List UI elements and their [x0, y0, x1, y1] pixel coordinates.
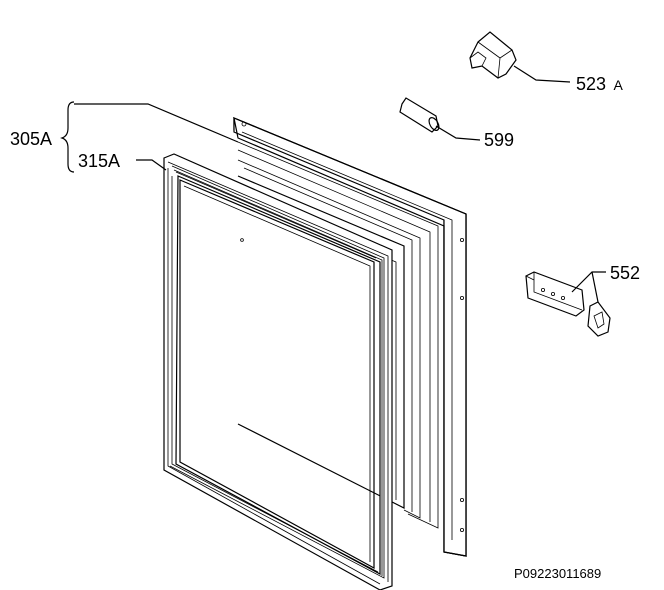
- pin-end: [428, 117, 440, 131]
- door-outer-face: [233, 117, 467, 557]
- leader-305A: [74, 103, 239, 143]
- hinge-part: [525, 271, 611, 337]
- gasket-profile-2: [169, 165, 385, 579]
- label-hinge-cover: 523 A: [576, 74, 624, 94]
- hinge-plate-edge: [525, 272, 583, 311]
- gasket-profile-1: [167, 161, 389, 582]
- pin-body: [399, 97, 439, 133]
- door-inset-line-1: [241, 131, 453, 540]
- door-inset-line-5: [243, 167, 413, 512]
- hinge-cover-body: [469, 31, 517, 79]
- hinge-cover-part: [469, 31, 517, 79]
- door-inset-line-4: [237, 159, 421, 519]
- hinge-screw-hole: [551, 291, 556, 296]
- gasket-inner-opening: [179, 179, 375, 570]
- door-screw-hole: [241, 121, 247, 127]
- leader-599: [435, 125, 481, 141]
- door-screw-hole: [459, 295, 464, 300]
- pin-part: [399, 97, 440, 133]
- label-hinge-cover-number: 523: [576, 74, 606, 94]
- hinge-bracket-slot: [593, 311, 605, 329]
- door-gasket: [163, 153, 393, 590]
- door-inset-line-3: [237, 149, 431, 522]
- gasket-profile-6: [167, 168, 381, 585]
- leader-lines: [60, 65, 606, 303]
- door-inner-panel: [237, 175, 405, 509]
- door-inset-line-2: [237, 141, 439, 529]
- label-pin: 599: [484, 130, 514, 150]
- hinge-cover-step: [469, 51, 487, 67]
- label-hinge: 552: [610, 263, 640, 283]
- gasket-profile-3: [173, 169, 383, 576]
- door-panel: [233, 117, 467, 557]
- hinge-cover-edge: [477, 41, 513, 79]
- door-screw-hole: [459, 497, 464, 502]
- door-front-face: [233, 117, 467, 557]
- leader-523A: [513, 65, 571, 83]
- door-screw-hole: [459, 528, 464, 533]
- assembly-brace: [60, 101, 75, 173]
- leader-552: [571, 271, 606, 303]
- gasket-profile-5: [171, 176, 379, 573]
- hinge-screw-hole: [541, 287, 546, 292]
- drawing-code: P09223011689: [514, 566, 601, 581]
- leader-315A: [136, 159, 167, 171]
- door-screw-hole: [240, 238, 244, 242]
- label-gasket: 315A: [78, 151, 120, 171]
- door-screw-hole: [459, 237, 464, 242]
- door-face-outline: [233, 117, 467, 557]
- hinge-screw-hole: [561, 295, 566, 300]
- hinge-bracket: [587, 301, 611, 337]
- gasket-frame: [163, 153, 393, 590]
- label-door-assembly: 305A: [10, 129, 52, 149]
- gasket-profile-4: [175, 171, 377, 259]
- gasket-inner-lip: [183, 185, 371, 562]
- label-hinge-cover-suffix: A: [614, 77, 624, 93]
